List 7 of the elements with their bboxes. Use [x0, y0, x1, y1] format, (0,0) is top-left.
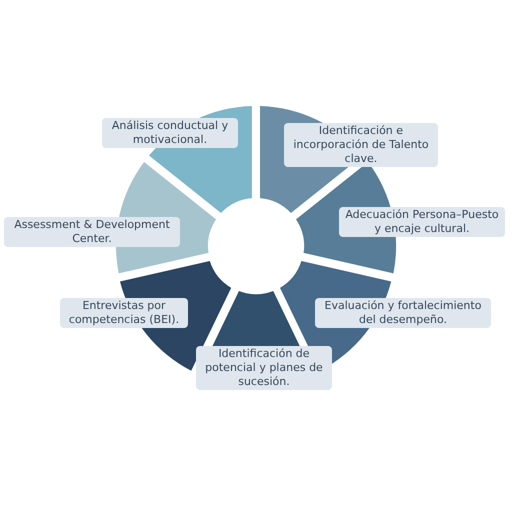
- step-label: Assessment & Development Center.: [4, 216, 180, 247]
- step-label: Identificación de potencial y planes de sucesión.: [196, 346, 332, 390]
- step-label: Adecuación Persona–Puesto y encaje cultural.: [338, 206, 505, 237]
- step-label: Identificación e incorporación de Talento clave.: [284, 122, 438, 167]
- step-label: Entrevistas por competencias (BEI).: [60, 298, 188, 328]
- step-label: Evaluación y fortalecimiento del desempeño.: [314, 298, 491, 328]
- step-label: Análisis conductual y motivacional.: [102, 118, 238, 148]
